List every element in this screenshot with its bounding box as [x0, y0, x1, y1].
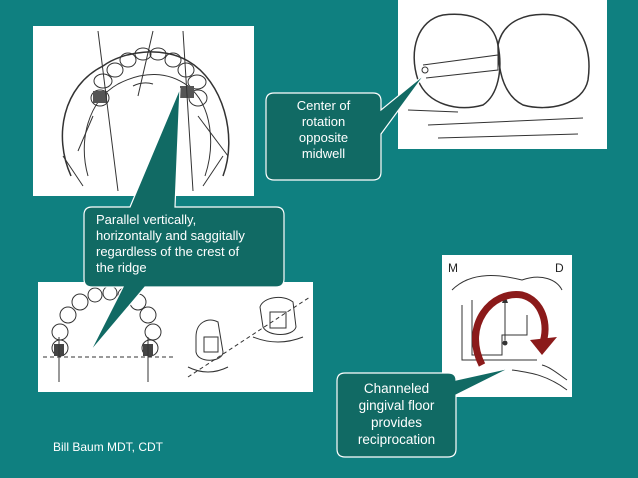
callout-channeled-line: Channeled: [363, 381, 430, 396]
callout-parallel-line: the ridge: [96, 260, 147, 275]
label-d: D: [555, 261, 564, 275]
callout-parallel-line: Parallel vertically,: [96, 212, 197, 227]
callout-parallel-line: regardless of the crest of: [96, 244, 240, 259]
callout-rotation-line: Center of: [296, 98, 351, 113]
lower-arch-figure: [38, 282, 313, 392]
reciprocation-figure: M D: [442, 255, 572, 397]
callout-parallel-text: Parallel vertically, horizontally and sa…: [96, 212, 281, 276]
callout-channeled-line: provides: [370, 415, 423, 430]
callout-channeled-line: reciprocation: [357, 432, 436, 447]
callout-rotation-line: rotation: [301, 114, 346, 129]
reciprocation-drawing: [451, 275, 568, 391]
callout-channeled-line: gingival floor: [358, 398, 435, 413]
callout-rotation-line: midwell: [301, 146, 346, 161]
upper-arch-figure: [33, 26, 254, 196]
author-credit: Bill Baum MDT, CDT: [53, 440, 164, 454]
callout-parallel-line: horizontally and saggitally: [96, 228, 245, 243]
callout-rotation-line: opposite: [298, 130, 349, 145]
crowns-figure: [398, 0, 607, 149]
lower-arch-drawing: [43, 285, 311, 382]
label-m: M: [448, 261, 458, 275]
callout-rotation-text: Center of rotation opposite midwell: [266, 98, 381, 162]
callout-channeled-text: Channeled gingival floor provides recipr…: [337, 380, 456, 448]
crowns-drawing: [407, 13, 590, 139]
upper-arch-drawing: [61, 30, 230, 192]
